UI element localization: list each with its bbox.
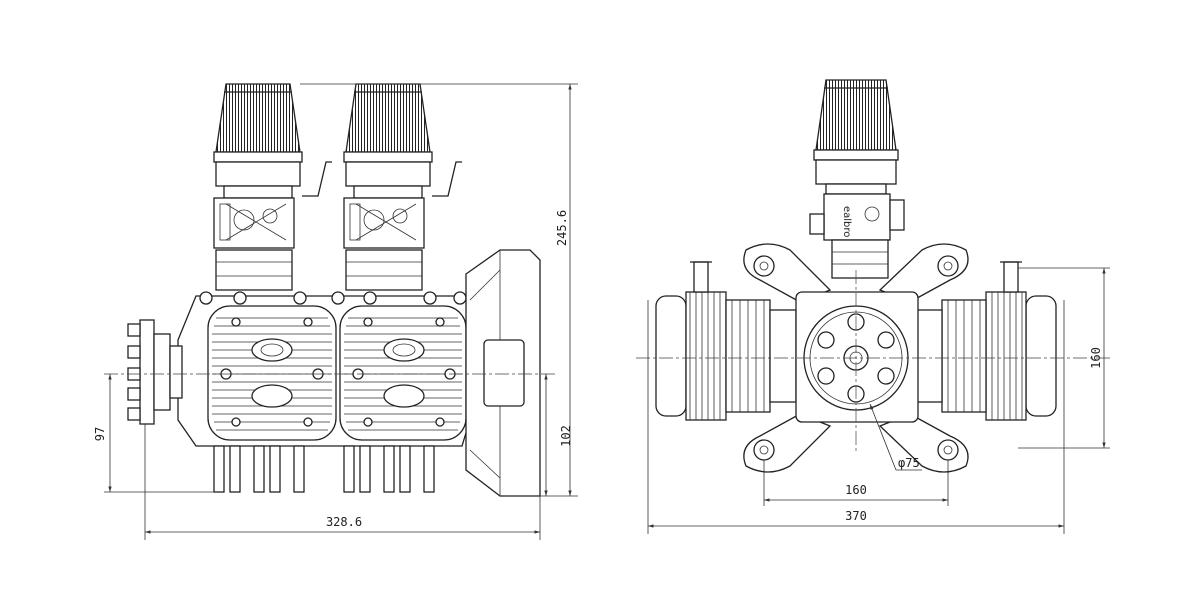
carburetor-right bbox=[343, 197, 425, 249]
side-view: 245.6 102 97 328.6 bbox=[93, 83, 578, 540]
carburetor-front: ealbro bbox=[809, 193, 905, 279]
dim-side-shaft-height: 97 bbox=[93, 427, 107, 441]
cylinder-right-front bbox=[915, 291, 1057, 421]
dim-front-width: 370 bbox=[845, 509, 867, 523]
dim-front-height: 160 bbox=[1089, 347, 1103, 369]
dim-side-length: 328.6 bbox=[326, 515, 362, 529]
engine-mount bbox=[465, 249, 541, 497]
dim-side-mount-height: 102 bbox=[559, 425, 573, 447]
exhaust-pipes bbox=[213, 445, 435, 493]
air-filter-front bbox=[813, 79, 899, 195]
cylinder-left-front bbox=[655, 291, 797, 421]
dim-front-hub-diameter: φ75 bbox=[898, 456, 920, 470]
prop-flange bbox=[127, 319, 183, 425]
dim-side-height: 245.6 bbox=[555, 210, 569, 246]
dim-front-mount-width: 160 bbox=[845, 483, 867, 497]
cylinder-head-left bbox=[207, 305, 337, 441]
carburetor-left bbox=[213, 197, 295, 249]
air-filter-right bbox=[343, 83, 433, 199]
cylinder-head-right bbox=[339, 305, 467, 441]
carburetor-logo: ealbro bbox=[841, 206, 852, 237]
front-view: ealbro bbox=[636, 79, 1110, 534]
air-filter-left bbox=[213, 83, 303, 199]
